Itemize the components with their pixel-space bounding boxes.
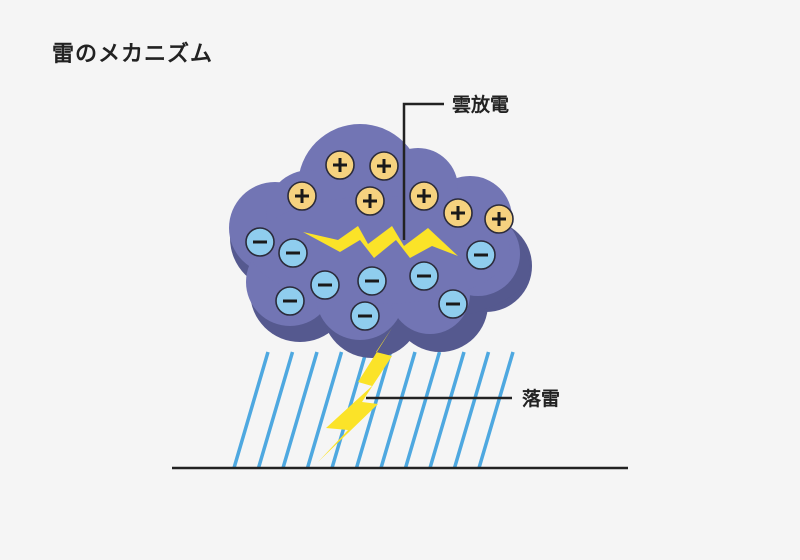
rain-streak (477, 351, 515, 469)
rain-streak (428, 351, 466, 469)
rain-streak (379, 351, 417, 469)
lightning-strike-bolt (318, 328, 392, 462)
positive-charge (355, 186, 385, 216)
negative-charge (278, 238, 308, 268)
negative-charge (466, 240, 496, 270)
cloud-discharge-leader (402, 102, 444, 240)
charges (245, 150, 514, 331)
rain (232, 351, 515, 469)
positive-charge (484, 204, 514, 234)
negative-charge (275, 286, 305, 316)
rain-streak (281, 351, 319, 469)
rain-streak (403, 351, 442, 469)
cloud-discharge-bolt (303, 226, 458, 258)
lightning-strike-label: 落雷 (522, 387, 560, 410)
negative-charge (350, 301, 380, 331)
positive-charge (409, 181, 439, 211)
negative-charge (310, 270, 340, 300)
rain-streak (452, 351, 491, 469)
rain-streak (232, 351, 270, 469)
negative-charge (357, 266, 387, 296)
rain-streak (305, 351, 344, 469)
positive-charge (325, 150, 355, 180)
negative-charge (409, 261, 439, 291)
rain-streak (256, 351, 295, 469)
negative-charge (245, 227, 275, 257)
cloud-discharge-label: 雲放電 (452, 93, 509, 116)
negative-charge (438, 289, 468, 319)
positive-charge (443, 198, 473, 228)
positive-charge (287, 181, 317, 211)
rain-streak (354, 351, 393, 469)
diagram-title: 雷のメカニズム (52, 42, 214, 67)
positive-charge (369, 151, 399, 181)
